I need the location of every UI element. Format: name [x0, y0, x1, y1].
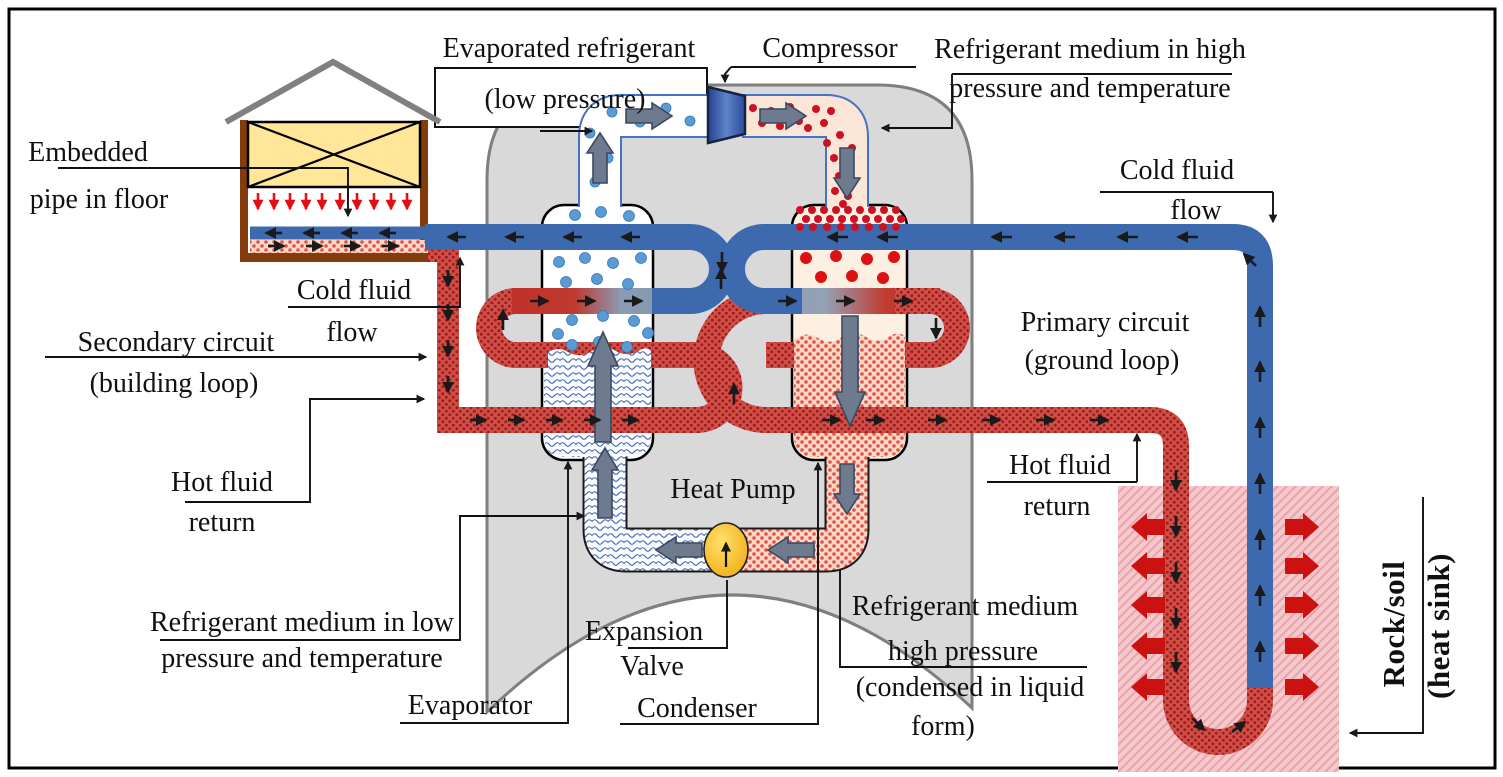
- label-leaders: [45, 66, 1424, 738]
- rock-soil-leader: [1348, 497, 1424, 738]
- condenser-right-u: [895, 288, 970, 368]
- house-frame-right: [420, 120, 428, 262]
- low-pressure-label: (low pressure): [485, 84, 646, 115]
- condensed-label-3: (condensed in liquid: [856, 672, 1085, 703]
- refrigerant-high-label-1: Refrigerant medium in high: [934, 34, 1246, 65]
- house-frame-left: [240, 120, 248, 262]
- labels: Evaporated refrigerant (low pressure) Co…: [28, 33, 1456, 742]
- refrigerant-high-label-2: pressure and temperature: [949, 73, 1230, 104]
- cold-fluid-right-label-2: flow: [1170, 195, 1222, 226]
- heat-sink-arrows: [1131, 513, 1319, 701]
- compressor-leader: [720, 66, 732, 84]
- valve-label: Valve: [620, 651, 684, 682]
- heat-pump-label: Heat Pump: [670, 474, 795, 505]
- condensing-drops-red: [800, 250, 900, 284]
- arrow-right-icon: [759, 101, 808, 131]
- expansion-valve-symbol: [703, 522, 749, 578]
- evaporator-label: Evaporator: [408, 690, 533, 721]
- cold-fluid-left-label-2: flow: [326, 317, 378, 348]
- cold-fluid-left-label-1: Cold fluid: [297, 275, 411, 306]
- embedded-pipe-label-1: Embedded: [28, 137, 148, 168]
- expanded-pipe-low-pressure: [584, 457, 716, 571]
- condensed-leader: [839, 570, 1087, 668]
- cold-fluid-left-leader: [288, 256, 465, 308]
- figure-border: [7, 7, 1497, 770]
- cold-fluid-right-label-1: Cold fluid: [1120, 155, 1234, 186]
- house: [224, 58, 442, 262]
- arrow-right-icon: [625, 101, 674, 131]
- secondary-circuit-label-2: (building loop): [90, 368, 259, 399]
- house-brace-2: [247, 120, 421, 189]
- refrigerant-high-leader: [880, 74, 953, 133]
- condensed-label-2: high pressure: [888, 636, 1038, 667]
- hot-fluid-left-label-2: return: [189, 507, 256, 538]
- arrow-down-icon: [832, 463, 862, 516]
- compressor-label: Compressor: [762, 33, 898, 64]
- house-frame-bottom: [240, 253, 428, 262]
- condensed-label-1: Refrigerant medium: [852, 591, 1078, 622]
- embedded-pipe-label-2: pipe in floor: [30, 184, 169, 215]
- liquid-pipe-condensed: [737, 457, 868, 571]
- rock-soil-label-2: (heat sink): [1421, 553, 1456, 699]
- compressor-symbol: [706, 85, 747, 145]
- hot-fluid-right-label-1: Hot fluid: [1009, 450, 1111, 481]
- hot-fluid-left-label-1: Hot fluid: [171, 467, 273, 498]
- arrow-left-icon: [766, 535, 815, 565]
- house-roof: [224, 58, 442, 125]
- refrigerant-low-leader: [160, 511, 586, 641]
- hot-fluid-left-leader: [185, 394, 426, 503]
- arrow-down-icon: [833, 315, 867, 428]
- floor-heat-arrows: [252, 193, 413, 211]
- flow-direction-arrows: [264, 227, 1266, 734]
- vapor-pipe-high-pressure: [742, 96, 867, 207]
- cold-ground-pipe: [719, 224, 1273, 688]
- embedded-pipe-leader: [58, 167, 353, 218]
- evaporated-refrigerant-label: Evaporated refrigerant: [443, 33, 696, 64]
- evaporator-leader: [400, 460, 573, 724]
- hot-return-ground-pipe: [693, 288, 1273, 755]
- refrigerant-low-label-1: Refrigerant medium in low: [150, 607, 455, 638]
- expansion-valve-leader: [628, 580, 728, 649]
- evaporator-left-u: [476, 288, 548, 368]
- condensed-label-4: form): [911, 711, 975, 742]
- primary-circuit-label-1: Primary circuit: [1021, 307, 1190, 338]
- arrow-up-icon: [585, 131, 615, 184]
- hot-fluid-right-label-2: return: [1024, 491, 1091, 522]
- arrow-left-icon: [654, 535, 703, 565]
- expansion-label: Expansion: [585, 616, 703, 647]
- condenser-label: Condenser: [637, 693, 757, 724]
- primary-circuit-label-2: (ground loop): [1025, 345, 1180, 376]
- arrow-up-icon: [590, 446, 620, 519]
- condenser-leader: [620, 461, 823, 725]
- refrigerant-low-label-2: pressure and temperature: [161, 643, 442, 674]
- secondary-circuit-label-1: Secondary circuit: [78, 327, 275, 358]
- arrow-down-icon: [832, 147, 862, 200]
- rock-soil-label-1: Rock/soil: [1376, 561, 1411, 688]
